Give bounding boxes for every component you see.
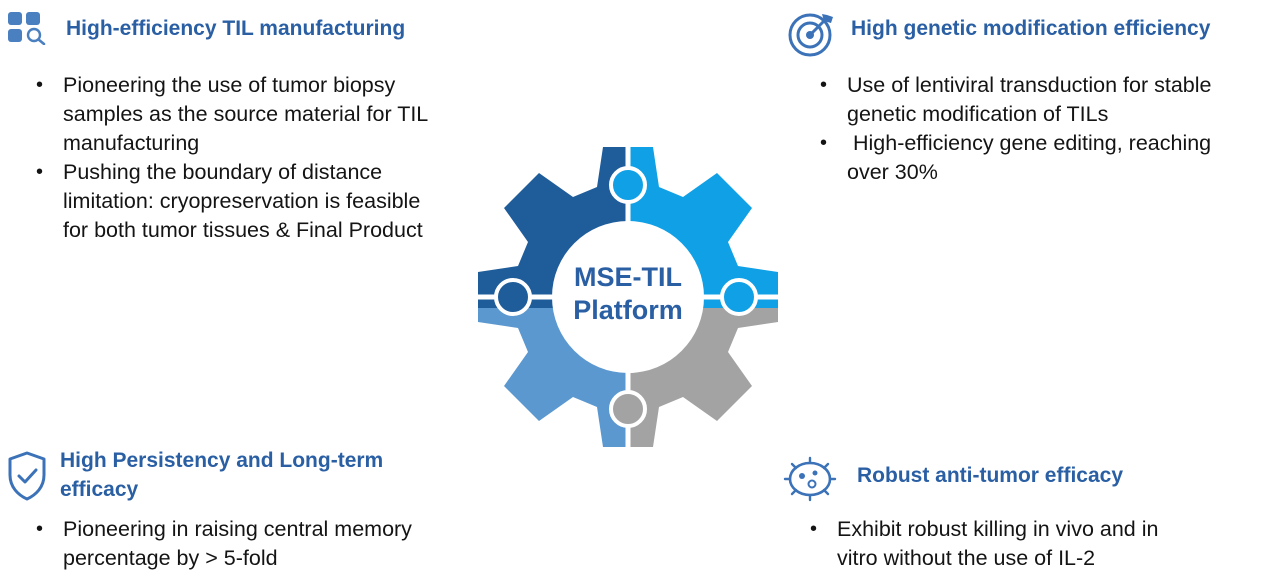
section-title-manufacturing: High-efficiency TIL manufacturing — [66, 17, 406, 40]
bullet-line: over 30% — [847, 160, 938, 184]
puzzle-knob-left — [494, 278, 532, 316]
bullet-item: Pioneering the use of tumor biopsy sampl… — [36, 71, 486, 158]
bullet-line: for both tumor tissues & Final Product — [63, 218, 423, 242]
bullet-line: manufacturing — [63, 131, 200, 155]
gear-center-circle — [552, 221, 704, 373]
bullet-line: samples as the source material for TIL — [63, 102, 429, 126]
bullet-item: Pushing the boundary of distance limitat… — [36, 158, 486, 245]
bullet-line: Use of lentiviral transduction for stabl… — [847, 73, 1212, 97]
section-title-anti-tumor: Robust anti-tumor efficacy — [857, 464, 1124, 487]
bullet-item: Exhibit robust killing in vivo and in vi… — [810, 515, 1260, 573]
bullet-line: Pushing the boundary of distance — [63, 160, 383, 184]
section-title-genetic: High genetic modification efficiency — [851, 17, 1211, 40]
section-title-persistency: High Persistency and Long-term efficacy — [60, 446, 383, 504]
bullet-line: percentage by > 5-fold — [63, 546, 278, 570]
apps-search-icon — [7, 11, 49, 46]
bullet-item: Use of lentiviral transduction for stabl… — [820, 71, 1270, 129]
bullet-line: genetic modification of TILs — [847, 102, 1109, 126]
section-title-line: High Persistency and Long-term — [60, 449, 384, 472]
gear-diagram: MSE-TIL Platform — [455, 128, 801, 466]
target-arrow-icon — [786, 8, 836, 58]
bullet-list-genetic: Use of lentiviral transduction for stabl… — [820, 71, 1270, 187]
bullet-line: Pioneering the use of tumor biopsy — [63, 73, 396, 97]
bullet-line: Exhibit robust killing in vivo and in — [837, 517, 1159, 541]
bullet-line: High-efficiency gene editing, reaching — [847, 131, 1212, 155]
shield-check-icon — [6, 450, 48, 502]
bullet-list-anti-tumor: Exhibit robust killing in vivo and in vi… — [810, 515, 1260, 573]
virus-icon — [782, 455, 842, 503]
center-label: MSE-TIL Platform — [455, 261, 801, 327]
center-label-line2: Platform — [573, 295, 683, 325]
bullet-line: limitation: cryopreservation is feasible — [63, 189, 421, 213]
section-title-line: efficacy — [60, 478, 139, 501]
center-label-line1: MSE-TIL — [574, 262, 682, 292]
bullet-item: Pioneering in raising central memory per… — [36, 515, 486, 573]
bullet-list-persistency: Pioneering in raising central memory per… — [36, 515, 486, 573]
puzzle-knob-right — [720, 278, 758, 316]
bullet-list-manufacturing: Pioneering the use of tumor biopsy sampl… — [36, 71, 486, 245]
puzzle-knob-bottom — [609, 390, 647, 428]
bullet-line: vitro without the use of IL-2 — [837, 546, 1096, 570]
bullet-item: High-efficiency gene editing, reaching o… — [820, 129, 1270, 187]
puzzle-knob-top — [609, 166, 647, 204]
bullet-line: Pioneering in raising central memory — [63, 517, 412, 541]
